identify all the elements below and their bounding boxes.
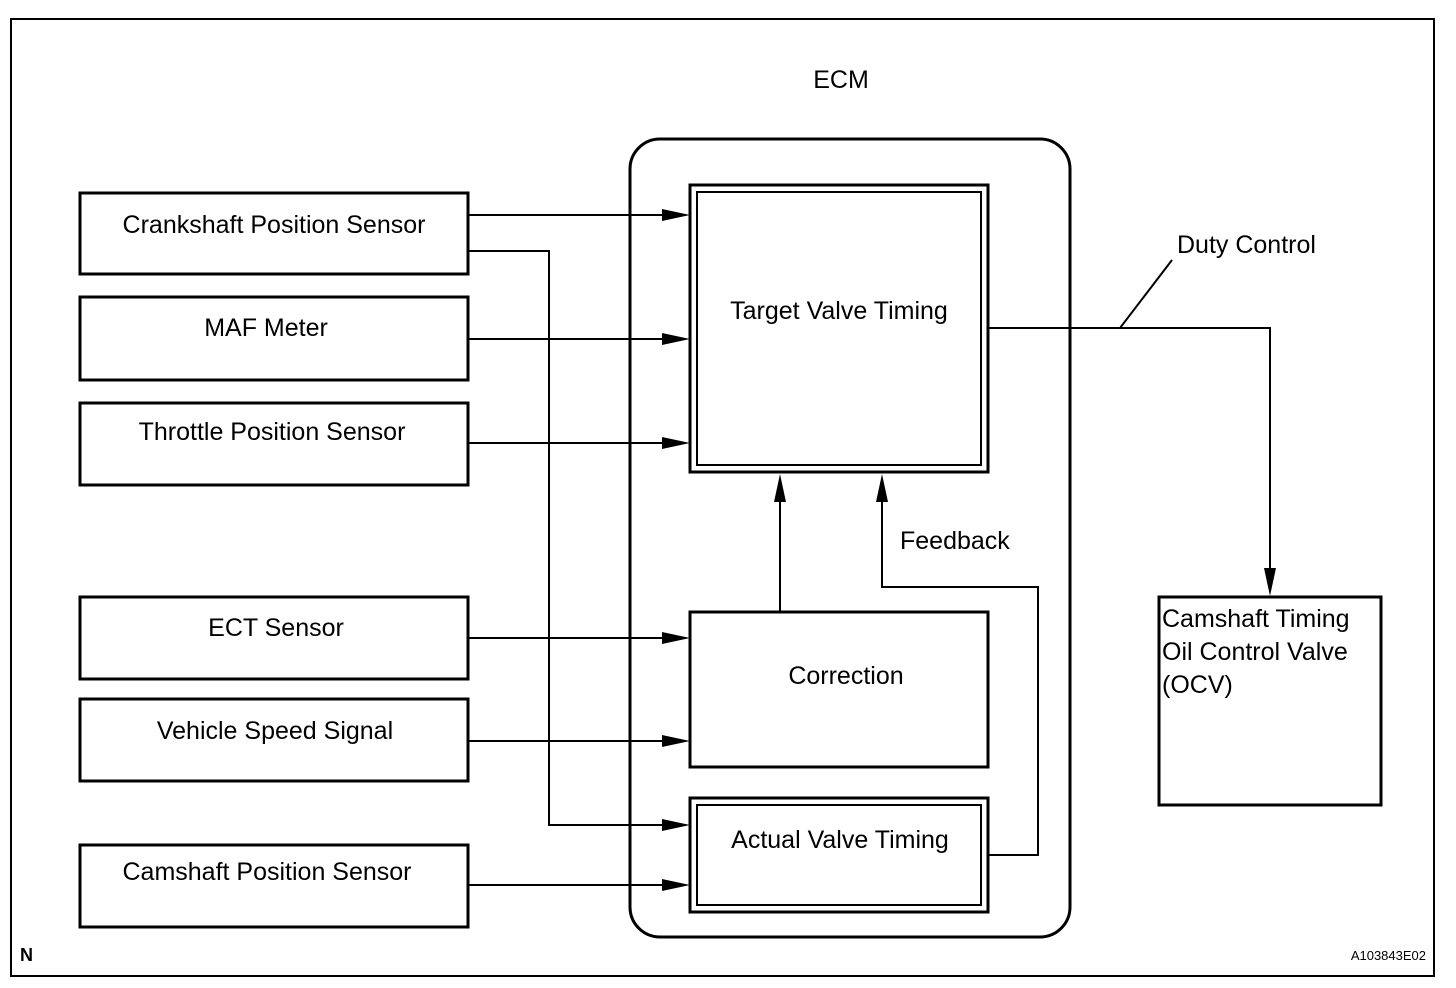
arrowhead-feedback [876, 474, 888, 502]
figure-code: A103843E02 [1351, 948, 1426, 963]
block-correction: Correction [688, 610, 990, 769]
svg-text:Target Valve Timing: Target Valve Timing [730, 297, 948, 325]
svg-text:Camshaft Timing: Camshaft Timing [1162, 605, 1350, 633]
connector-crankshaft-actual [468, 250, 668, 826]
arrowhead-target-ocv [1264, 568, 1276, 596]
svg-text:Oil Control Valve: Oil Control Valve [1162, 638, 1348, 666]
input-ect-sensor: ECT Sensor [78, 595, 470, 681]
arrowhead-correction-target [774, 474, 786, 502]
svg-text:Actual Valve Timing: Actual Valve Timing [731, 826, 949, 854]
connector-feedback [881, 498, 1039, 856]
arrowhead-ect-correction [662, 632, 690, 644]
duty-control-label: Duty Control [1177, 231, 1316, 259]
feedback-label: Feedback [900, 527, 1010, 555]
outer-frame [10, 18, 1435, 977]
svg-text:Vehicle Speed Signal: Vehicle Speed Signal [157, 717, 393, 745]
connectors [468, 209, 1276, 891]
block-ocv: Camshaft Timing Oil Control Valve (OCV) [1157, 595, 1383, 807]
arrowhead-throttle-target [662, 437, 690, 449]
block-actual-valve-timing: Actual Valve Timing [688, 796, 990, 914]
svg-text:Camshaft Position Sensor: Camshaft Position Sensor [122, 858, 411, 886]
svg-text:Correction: Correction [788, 662, 903, 690]
input-vehicle-speed-signal: Vehicle Speed Signal [78, 697, 470, 783]
duty-control-leader [1119, 259, 1173, 329]
input-maf-meter: MAF Meter [78, 295, 470, 382]
svg-text:Throttle Position Sensor: Throttle Position Sensor [139, 418, 406, 446]
input-throttle-position-sensor: Throttle Position Sensor [78, 401, 470, 487]
block-target-valve-timing: Target Valve Timing [688, 183, 990, 474]
svg-text:(OCV): (OCV) [1162, 671, 1233, 699]
corner-mark: N [20, 945, 33, 965]
arrowhead-maf-target [662, 333, 690, 345]
arrowhead-crankshaft-target [662, 209, 690, 221]
input-camshaft-position-sensor: Camshaft Position Sensor [78, 843, 470, 929]
svg-text:MAF Meter: MAF Meter [204, 314, 328, 342]
ecm-enclosure [628, 137, 1072, 939]
arrowhead-camshaft-actual [662, 879, 690, 891]
svg-text:Crankshaft Position Sensor: Crankshaft Position Sensor [123, 211, 426, 239]
svg-text:ECT Sensor: ECT Sensor [208, 614, 344, 642]
connector-target-ocv [988, 327, 1271, 572]
ecm-label: ECM [813, 66, 869, 94]
input-crankshaft-position-sensor: Crankshaft Position Sensor [78, 191, 470, 276]
arrowhead-speed-correction [662, 735, 690, 747]
arrowhead-crankshaft-actual [662, 819, 690, 831]
